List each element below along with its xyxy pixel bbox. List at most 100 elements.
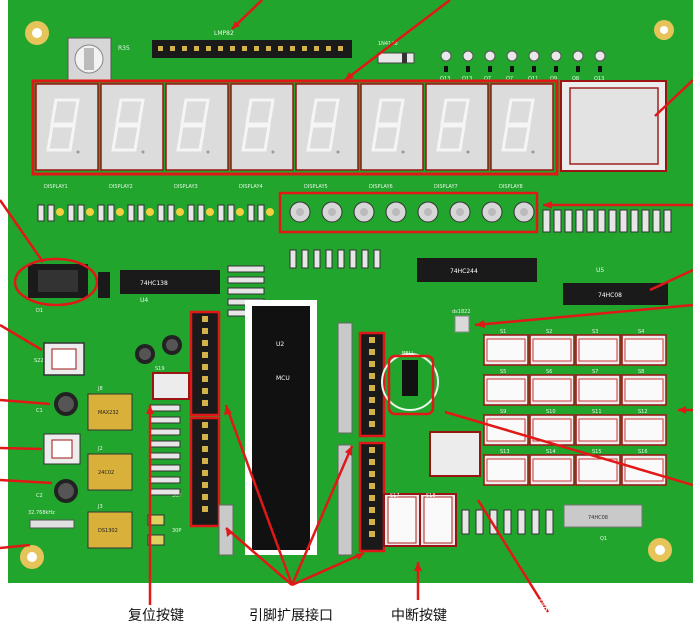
matrix-button[interactable] (575, 334, 621, 366)
matrix-button-label: S13 (500, 449, 510, 455)
top-led (506, 50, 518, 62)
display-label: DISPLAY2 (109, 184, 133, 190)
matrix-button-label: S15 (592, 449, 602, 455)
matrix-button[interactable] (575, 374, 621, 406)
d1-label: D1 (36, 308, 43, 314)
potentiometer: R35 (67, 37, 130, 81)
s22-button: S22 (34, 342, 85, 376)
matrix-button[interactable] (529, 414, 575, 446)
seven-segment-display (230, 83, 294, 171)
display-label: DISPLAY4 (239, 184, 263, 190)
s18-label: S18 (426, 493, 436, 499)
u4-label: U4 (140, 297, 148, 304)
s17-label: S17 (390, 493, 400, 499)
seven-segment-display (100, 83, 164, 171)
sensor-label: ds1822 (452, 309, 471, 315)
display-label: DISPLAY7 (434, 184, 458, 190)
top-led (594, 50, 606, 62)
top-led-label: Q13 (594, 76, 604, 82)
display-label: DISPLAY8 (499, 184, 523, 190)
seven-segment-display (425, 83, 489, 171)
chip-74hc244: 74HC244 (417, 258, 537, 282)
top-led-label: Q9 (550, 76, 557, 82)
bell: BELL (381, 351, 439, 416)
matrix-button[interactable] (621, 334, 667, 366)
lcd-header: LMP82 (152, 30, 352, 58)
power-jack-annotation (13, 257, 99, 307)
top-led-label: Q7 (484, 76, 491, 82)
matrix-button[interactable] (621, 414, 667, 446)
seven-segment-display (165, 83, 229, 171)
annotation-arrows (0, 0, 693, 613)
mounting-holes (20, 20, 674, 569)
matrix-button[interactable] (529, 334, 575, 366)
j3-label: J3 (97, 504, 103, 510)
left-ics: MAX232 24C02 DS1302 J8 J2 J3 (87, 386, 133, 549)
matrix-button-label: S9 (500, 409, 506, 415)
reset-button-annotation: 复位按键 (128, 607, 184, 624)
mcu-ref: U2 (276, 341, 284, 348)
matrix-button-label: S14 (546, 449, 556, 455)
matrix-button[interactable] (483, 374, 529, 406)
matrix-button-label: S12 (638, 409, 648, 415)
matrix-button-label: S6 (546, 369, 552, 375)
chip-right: 74HC08 U5 (563, 267, 668, 305)
matrix-button-label: S10 (546, 409, 556, 415)
matrix-button-label: S5 (500, 369, 506, 375)
top-led (440, 50, 452, 62)
matrix-button-label: S2 (546, 329, 552, 335)
c2-label: C2 (36, 493, 43, 499)
mcu-chip: MCU U2 (245, 300, 317, 555)
top-led-label: Q13 (440, 76, 450, 82)
right-module (560, 80, 667, 172)
header-label: LMP82 (214, 30, 234, 37)
seven-segment-display (360, 83, 424, 171)
matrix-button[interactable] (483, 454, 529, 486)
chip-right-label: 74HC08 (598, 292, 622, 299)
seven-segment-display (35, 83, 99, 171)
matrix-button-label: S4 (638, 329, 644, 335)
chip-74hc138: 74HC138 U4 (120, 270, 220, 304)
cap30-a: 30P (172, 493, 181, 499)
top-led (462, 50, 474, 62)
seven-segment-display (490, 83, 554, 171)
display-label: DISPLAY5 (304, 184, 328, 190)
display-annotation-box (31, 79, 559, 176)
cap30-b: 30P (172, 528, 181, 534)
j2-label: J2 (97, 446, 103, 452)
top-led (484, 50, 496, 62)
top-led (572, 50, 584, 62)
j8-label: J8 (97, 386, 103, 392)
display-label: DISPLAY1 (44, 184, 68, 190)
display-label: DISPLAY6 (369, 184, 393, 190)
matrix-button[interactable] (483, 334, 529, 366)
chip-74hc08: 74HC08 Q1 (563, 504, 643, 542)
interrupt-button-annotation: 中断按键 (391, 608, 447, 624)
top-led-label: Q11 (528, 76, 538, 82)
power-jack: D1 (13, 257, 110, 314)
matrix-button-label: S7 (592, 369, 598, 375)
matrix-button[interactable] (575, 454, 621, 486)
top-led (550, 50, 562, 62)
top-led (528, 50, 540, 62)
pin-expansion-annotation: 引脚扩展接口 (249, 607, 333, 624)
reset-button-part: S19 (152, 366, 190, 400)
ic-b-label: 24C02 (98, 470, 114, 476)
diode-label: 1N4148 (378, 41, 398, 47)
chip-74hc244-label: 74HC244 (450, 268, 478, 275)
mcu-label: MCU (276, 375, 290, 382)
temp-sensor: ds1822 (452, 309, 471, 333)
matrix-button[interactable] (621, 374, 667, 406)
c1-label: C1 (36, 408, 43, 414)
pot-label: R35 (118, 45, 130, 52)
bell-annotation (387, 354, 435, 416)
diode: 1N4148 (377, 41, 415, 64)
resistor-array (542, 209, 672, 233)
matrix-button[interactable] (529, 454, 575, 486)
matrix-button[interactable] (575, 414, 621, 446)
bell-label: BELL (402, 351, 414, 357)
watermark: 搜狐号@单片机大方老师 (508, 599, 662, 615)
matrix-button[interactable] (529, 374, 575, 406)
matrix-button-label: S16 (638, 449, 648, 455)
